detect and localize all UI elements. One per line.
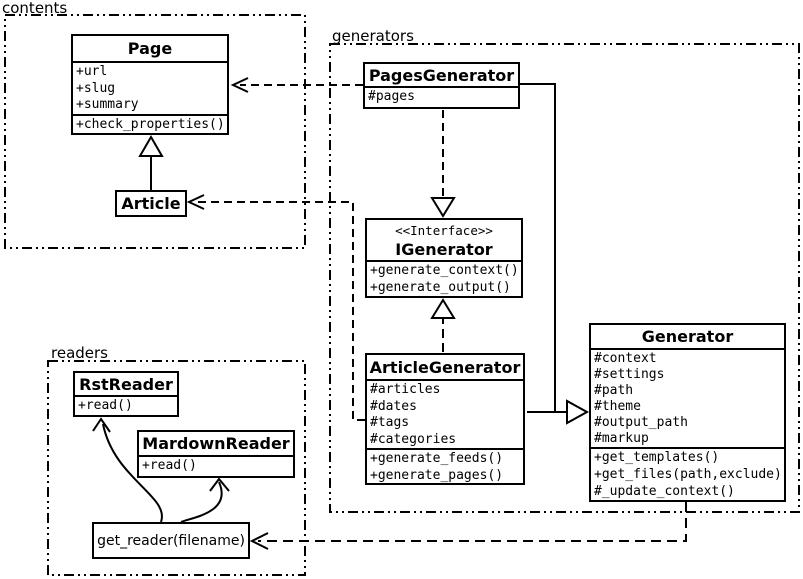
attribute: #pages	[368, 89, 415, 104]
attribute: #path	[594, 383, 634, 399]
class-rstreader-methods: +read()	[75, 397, 177, 415]
class-mardownreader-methods: +read()	[139, 457, 293, 476]
method: +generate_pages()	[370, 467, 504, 483]
open-arrow-icon	[92, 417, 111, 433]
method: +generate_output()	[370, 279, 511, 295]
attribute: #categories	[370, 431, 457, 447]
method: +generate_feeds()	[370, 451, 504, 466]
realization-triangle-icon	[430, 298, 456, 319]
attribute: #output_path	[594, 415, 688, 431]
package-label-contents: contents	[2, 0, 68, 17]
attribute: #articles	[370, 382, 441, 397]
package-label-generators: generators	[332, 27, 414, 45]
class-igenerator-header: <<Interface>> IGenerator	[367, 220, 521, 262]
open-arrow-icon	[186, 194, 205, 210]
class-articlegenerator-title: ArticleGenerator	[367, 355, 523, 381]
class-article-title: Article	[121, 194, 181, 213]
package-label-readers: readers	[51, 344, 108, 362]
class-rstreader: RstReader +read()	[73, 371, 179, 417]
class-igenerator-stereotype: <<Interface>>	[395, 223, 493, 238]
attribute: #settings	[594, 367, 665, 383]
class-generator-methods: +get_templates()+get_files(path,exclude)…	[591, 449, 784, 500]
attribute: #theme	[594, 399, 641, 415]
attribute: #context	[594, 351, 657, 366]
method: #_update_context()	[594, 483, 735, 499]
class-pagesgenerator: PagesGenerator #pages	[363, 62, 520, 109]
class-articlegenerator-methods: +generate_feeds()+generate_pages()	[367, 450, 523, 483]
arrow-line-getreader-mardownreader	[180, 481, 223, 523]
inheritance-triangle-icon	[138, 135, 164, 157]
class-pagesgenerator-title: PagesGenerator	[365, 64, 518, 88]
method: +get_templates()	[594, 450, 720, 465]
class-articlegenerator-attributes: #articles#dates#tags#categories	[367, 381, 523, 450]
class-page-title: Page	[73, 36, 227, 63]
attribute: #tags	[370, 415, 410, 430]
attribute: +summary	[76, 97, 139, 112]
attribute: #dates	[370, 398, 417, 414]
dependency-line-generator-getreader	[258, 502, 687, 542]
class-generator-attributes: #context#settings#path#theme#output_path…	[591, 350, 784, 449]
method: +read()	[78, 398, 133, 413]
function-box-get-reader: get_reader(filename)	[92, 522, 250, 559]
dependency-line-articlegenerator-article	[196, 201, 365, 421]
method: +check_properties()	[76, 117, 225, 132]
class-article: Article	[115, 190, 187, 217]
class-mardownreader-title: MardownReader	[139, 432, 293, 457]
attribute: +url	[76, 64, 108, 79]
class-page: Page +url+slug+summary +check_properties…	[71, 34, 229, 135]
realization-triangle-icon	[430, 197, 456, 218]
method: +read()	[142, 458, 197, 473]
class-page-methods: +check_properties()	[73, 116, 227, 133]
class-igenerator-title: IGenerator	[395, 240, 493, 259]
inheritance-triangle-icon	[566, 399, 590, 425]
inheritance-line-pagesgenerator-generator	[520, 83, 556, 412]
class-pagesgenerator-attributes: #pages	[365, 88, 518, 107]
method: +get_files(path,exclude)	[594, 466, 782, 482]
class-mardownreader: MardownReader +read()	[137, 430, 295, 478]
class-articlegenerator: ArticleGenerator #articles#dates#tags#ca…	[365, 353, 525, 485]
open-arrow-icon	[230, 77, 249, 93]
attribute: +slug	[76, 80, 116, 96]
method: +generate_context()	[370, 263, 519, 278]
class-generator: Generator #context#settings#path#theme#o…	[589, 323, 786, 502]
class-igenerator-methods: +generate_context()+generate_output()	[367, 262, 521, 296]
open-arrow-icon	[209, 477, 230, 492]
class-generator-title: Generator	[591, 325, 784, 350]
attribute: #markup	[594, 431, 649, 447]
open-arrow-icon	[249, 532, 269, 550]
class-igenerator: <<Interface>> IGenerator +generate_conte…	[365, 218, 523, 298]
class-rstreader-title: RstReader	[75, 373, 177, 397]
function-box-label: get_reader(filename)	[97, 532, 245, 549]
class-page-attributes: +url+slug+summary	[73, 63, 227, 116]
